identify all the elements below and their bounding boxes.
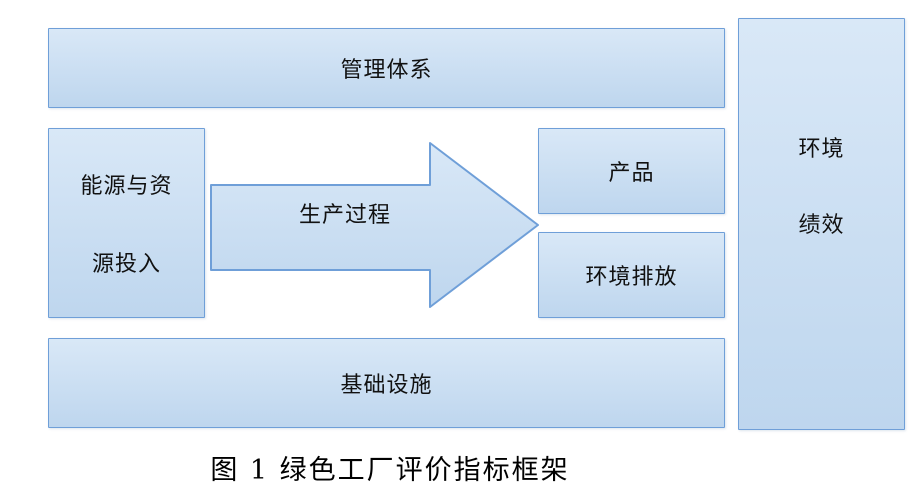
product-label: 产品 [608,161,655,186]
box-management-system: 管理体系 [48,28,725,108]
environmental-performance-label-line1: 环境 [798,137,845,162]
environmental-performance-label-line2: 绩效 [798,213,845,238]
environmental-emission-label: 环境排放 [585,265,678,290]
energy-input-label-line2: 源投入 [91,252,161,277]
box-product: 产品 [538,128,725,214]
box-infrastructure: 基础设施 [48,338,725,428]
figure-caption: 图 1 绿色工厂评价指标框架 [210,455,570,486]
box-energy-resource-input: 能源与资 源投入 [48,128,205,318]
production-process-arrow: 生产过程 [210,140,540,310]
box-environmental-performance: 环境 绩效 [738,18,905,430]
energy-input-label-line1: 能源与资 [80,174,173,199]
right-block-arrow-shape [210,142,539,308]
block-arrow-polygon [210,142,539,308]
production-process-label: 生产过程 [298,203,391,228]
infrastructure-label: 基础设施 [340,373,433,398]
box-environmental-emission: 环境排放 [538,232,725,318]
management-system-label: 管理体系 [340,58,433,83]
